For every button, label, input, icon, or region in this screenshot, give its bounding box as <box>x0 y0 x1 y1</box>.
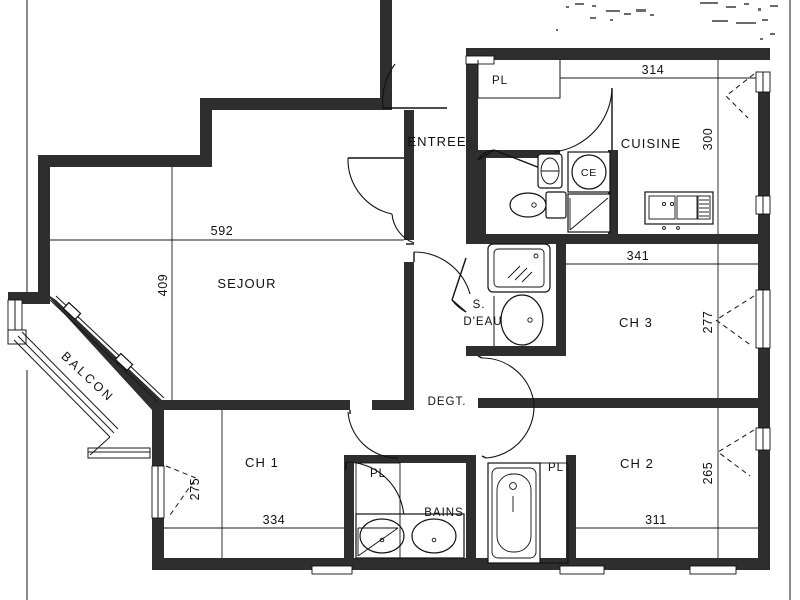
room-label-sdeau-line1: S. <box>473 299 486 311</box>
dimension-lines <box>50 60 758 558</box>
wc-fixtures: CE <box>509 151 611 233</box>
dimension-277: 277 <box>701 311 715 334</box>
room-label-bains: BAINS <box>424 507 464 519</box>
room-label-ch2: CH 2 <box>620 456 654 471</box>
water-heater-label: CE <box>581 167 597 179</box>
dimension-341: 341 <box>627 249 650 263</box>
kitchen-sink <box>644 191 714 230</box>
room-label-cuisine: CUISINE <box>621 136 681 151</box>
room-label-entree: ENTREE <box>407 134 466 149</box>
dimension-334: 334 <box>263 513 286 527</box>
room-label-ch1: CH 1 <box>245 455 279 470</box>
scan-noise <box>556 2 778 40</box>
dimension-265: 265 <box>701 462 715 485</box>
balcony-railing <box>7 295 165 459</box>
dimension-592: 592 <box>211 224 234 238</box>
dimension-311: 311 <box>645 513 667 527</box>
dimension-275: 275 <box>188 478 202 501</box>
room-label-ch3: CH 3 <box>619 315 653 330</box>
room-label-sdeau-line2: D'EAU <box>463 316 502 328</box>
room-label-sejour: SEJOUR <box>217 276 276 291</box>
dimension-300: 300 <box>701 128 715 151</box>
closet-label-ch2: PL <box>548 462 564 474</box>
closet-label-ch1: PL <box>370 468 386 480</box>
closets <box>355 60 569 564</box>
interior-walls <box>164 110 758 570</box>
door-swings <box>165 63 755 519</box>
closet-label-cuisine: PL <box>492 75 508 87</box>
dimension-314: 314 <box>642 63 665 77</box>
dimension-409: 409 <box>156 274 170 297</box>
shower-room-fixtures <box>487 243 551 346</box>
room-label-degt: DEGT. <box>428 396 467 408</box>
windows <box>7 55 771 575</box>
bathroom-fixtures <box>355 462 541 564</box>
